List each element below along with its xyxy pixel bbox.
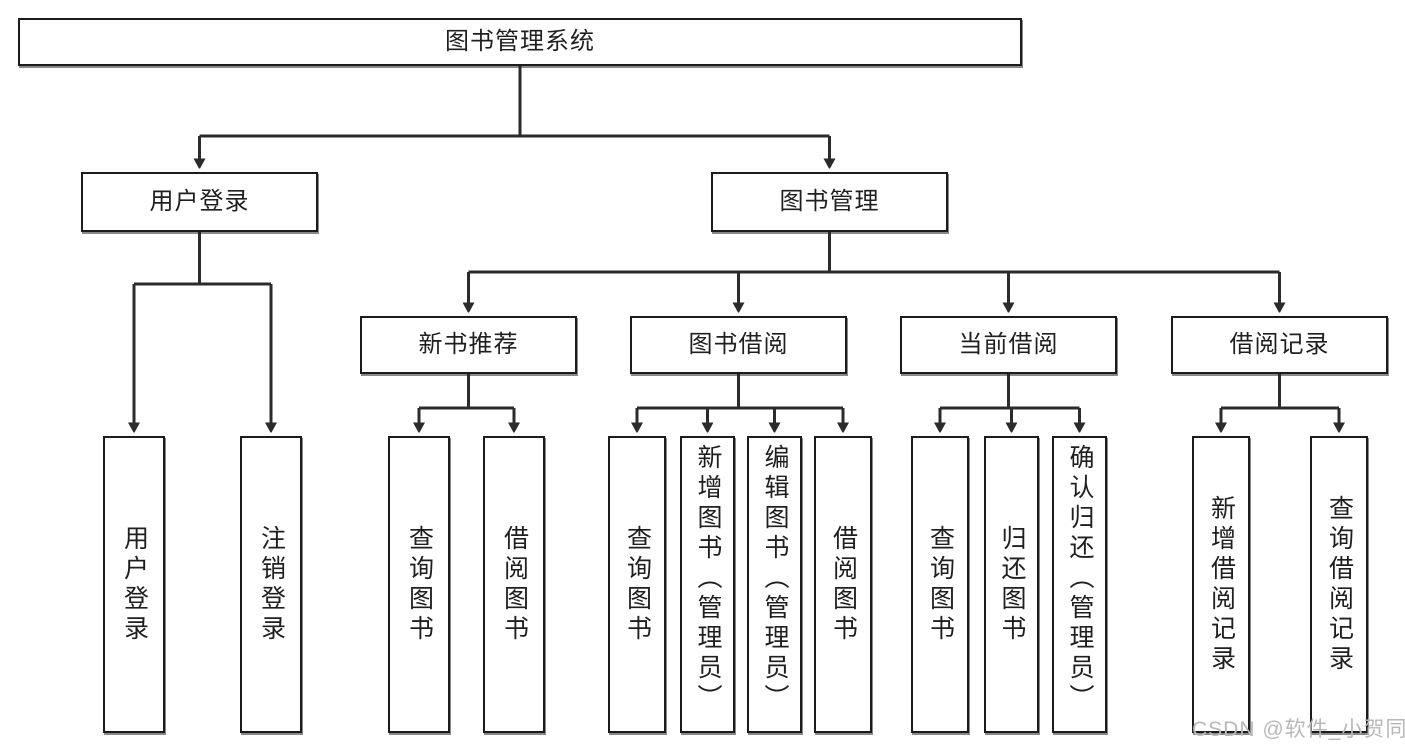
watermark-text: CSDN @软件_小贺同学 xyxy=(1192,718,1405,741)
leaf-node[interactable]: 查询图书 xyxy=(911,436,969,733)
leaf-label: 新增借阅记录 xyxy=(1207,494,1236,675)
leaf-node[interactable]: 编辑图书（管理员） xyxy=(747,436,802,733)
leaf-node[interactable]: 注销登录 xyxy=(240,436,302,733)
leaf-node[interactable]: 查询图书 xyxy=(388,436,450,733)
level3-label: 新书推荐 xyxy=(418,330,519,358)
leaf-node[interactable]: 新增借阅记录 xyxy=(1192,436,1250,733)
leaf-node[interactable]: 确认归还（管理员） xyxy=(1052,436,1107,733)
leaf-label: 借阅图书 xyxy=(500,524,529,645)
level3-label: 借阅记录 xyxy=(1229,330,1330,358)
leaf-label: 注销登录 xyxy=(257,524,286,645)
leaf-node[interactable]: 新增图书（管理员） xyxy=(680,436,735,733)
level2-node[interactable]: 图书管理 xyxy=(711,172,948,232)
level3-node[interactable]: 新书推荐 xyxy=(360,316,577,374)
leaf-label: 归还图书 xyxy=(998,524,1026,645)
level2-label: 用户登录 xyxy=(149,187,250,215)
level2-label: 图书管理 xyxy=(779,187,880,215)
leaf-node[interactable]: 用户登录 xyxy=(103,436,165,733)
leaf-node[interactable]: 查询图书 xyxy=(608,436,666,733)
leaf-label: 用户登录 xyxy=(120,524,149,645)
level3-node[interactable]: 图书借阅 xyxy=(630,316,847,374)
leaf-label: 查询借阅记录 xyxy=(1325,494,1354,675)
leaf-label: 确认归还（管理员） xyxy=(1066,444,1094,714)
leaf-node[interactable]: 借阅图书 xyxy=(483,436,545,733)
leaf-label: 查询图书 xyxy=(926,524,955,645)
level3-label: 当前借阅 xyxy=(958,330,1059,358)
leaf-label: 查询图书 xyxy=(405,524,434,645)
leaf-label: 借阅图书 xyxy=(829,524,858,645)
leaf-label: 编辑图书（管理员） xyxy=(761,444,789,714)
root-node[interactable]: 图书管理系统 xyxy=(18,18,1022,66)
level2-node[interactable]: 用户登录 xyxy=(81,172,318,232)
leaf-label: 查询图书 xyxy=(623,524,652,645)
level3-node[interactable]: 借阅记录 xyxy=(1171,316,1388,374)
leaf-label: 新增图书（管理员） xyxy=(694,444,722,714)
root-label: 图书管理系统 xyxy=(445,27,595,55)
leaf-node[interactable]: 归还图书 xyxy=(984,436,1039,733)
leaf-node[interactable]: 借阅图书 xyxy=(814,436,872,733)
leaf-node[interactable]: 查询借阅记录 xyxy=(1310,436,1368,733)
level3-node[interactable]: 当前借阅 xyxy=(900,316,1117,374)
level3-label: 图书借阅 xyxy=(688,330,789,358)
